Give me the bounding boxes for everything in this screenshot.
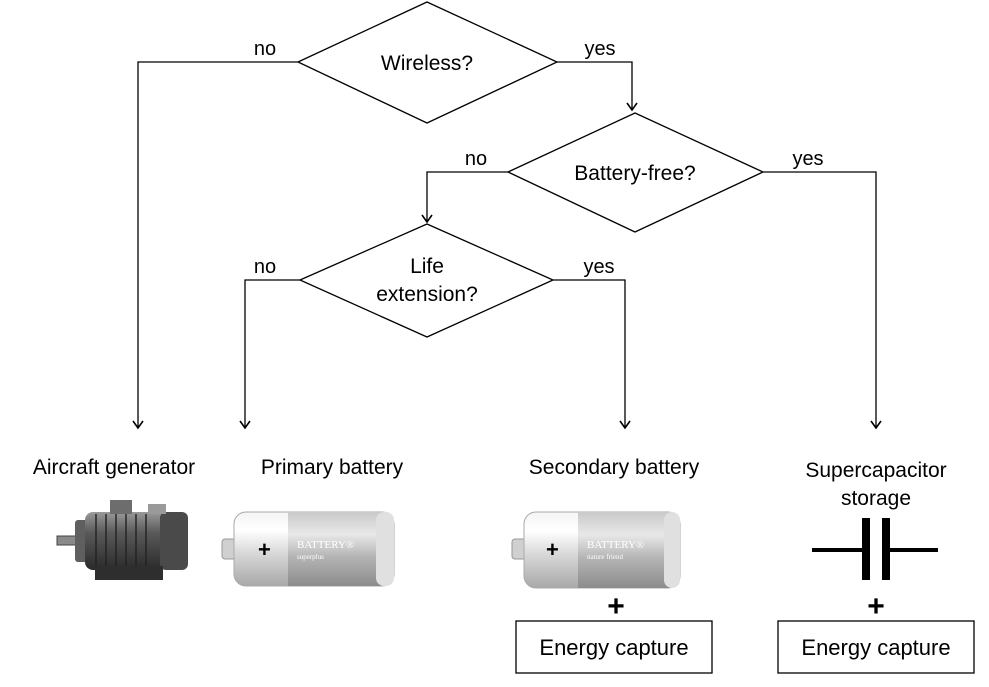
energy-capture-label: Energy capture <box>801 635 950 660</box>
decision-label-line1: Life <box>410 255 444 278</box>
decision-label-line2: extension? <box>376 283 478 306</box>
outcome-supercapacitor: Supercapacitor storage + Energy capture <box>777 459 975 674</box>
plus-sign: + <box>867 590 885 623</box>
plus-terminal-sign: + <box>546 537 559 562</box>
branch-label-no: no <box>465 148 487 170</box>
battery-icon: + BATTERY® nature friend <box>511 511 681 589</box>
outcome-label-line2: storage <box>841 487 911 510</box>
outcome-label-line1: Supercapacitor <box>805 459 946 482</box>
plus-sign: + <box>607 590 625 623</box>
energy-capture-box <box>777 620 975 674</box>
arrow-batteryfree-no <box>421 171 508 224</box>
outcome-label: Secondary battery <box>529 456 700 479</box>
outcome-primary-battery: Primary battery + BATTERY® superplus <box>221 456 404 587</box>
branch-label-yes: yes <box>792 148 823 170</box>
arrow-wireless-yes <box>557 61 638 112</box>
battery-subbrand: superplus <box>297 553 324 561</box>
outcome-label: Primary battery <box>261 456 404 479</box>
capacitor-icon <box>812 518 938 580</box>
decision-wireless: Wireless? no yes <box>254 1 616 124</box>
energy-capture-label: Energy capture <box>539 635 688 660</box>
outcome-aircraft-generator: Aircraft generator <box>33 456 195 580</box>
decision-diamond <box>296 1 559 124</box>
plus-terminal-sign: + <box>258 537 271 562</box>
outcome-label: Aircraft generator <box>33 456 195 479</box>
branch-label-yes: yes <box>584 38 615 60</box>
branch-label-no: no <box>254 256 276 278</box>
arrow-batteryfree-yes <box>763 171 882 430</box>
decision-label: Battery-free? <box>574 162 695 185</box>
battery-brand: BATTERY® <box>297 539 354 551</box>
decision-battery-free: Battery-free? no yes <box>465 112 824 233</box>
decision-label: Wireless? <box>381 52 473 75</box>
arrow-life-no <box>239 279 300 430</box>
battery-icon: + BATTERY® superplus <box>221 511 395 587</box>
branch-label-yes: yes <box>583 256 614 278</box>
battery-brand: BATTERY® <box>587 539 644 551</box>
decision-life-extension: Life extension? no yes <box>254 223 615 338</box>
connectors <box>132 61 882 430</box>
outcome-secondary-battery: Secondary battery + BATTERY® nature frie… <box>511 456 713 674</box>
arrow-life-yes <box>553 279 631 430</box>
energy-capture-box <box>515 620 713 674</box>
electric-motor-icon <box>56 500 188 580</box>
branch-label-no: no <box>254 38 276 60</box>
decision-diamond <box>298 223 555 338</box>
battery-subbrand: nature friend <box>587 553 623 561</box>
decision-diamond <box>506 112 765 233</box>
arrow-wireless-no <box>132 61 298 430</box>
